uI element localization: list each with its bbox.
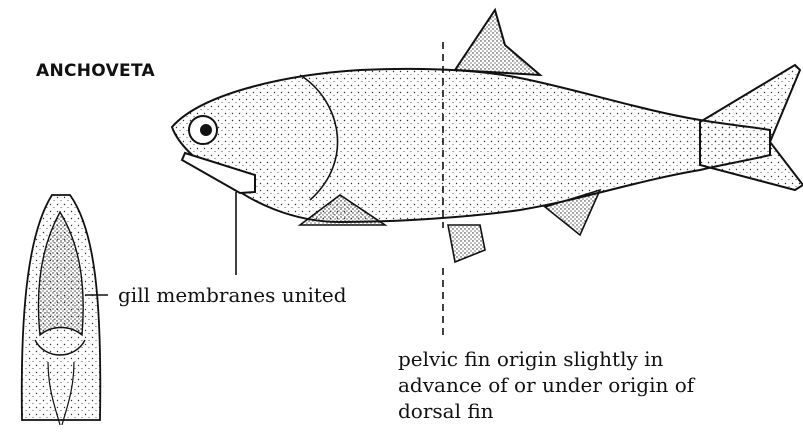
ventral-head-view <box>22 195 108 425</box>
species-title: ANCHOVETA <box>36 61 155 81</box>
pelvic-label-line-2: advance of or under origin of <box>398 372 694 398</box>
pelvic-label-line-1: pelvic fin origin slightly in <box>398 346 694 372</box>
fish-body <box>172 69 770 222</box>
gill-membranes-label: gill membranes united <box>118 283 347 307</box>
pelvic-label-line-3: dorsal fin <box>398 398 694 424</box>
pelvic-fin-label: pelvic fin origin slightly in advance of… <box>398 346 694 424</box>
pelvic-fin <box>448 225 485 262</box>
caudal-fin <box>700 65 803 190</box>
eye <box>189 116 217 144</box>
dorsal-fin <box>455 10 540 75</box>
